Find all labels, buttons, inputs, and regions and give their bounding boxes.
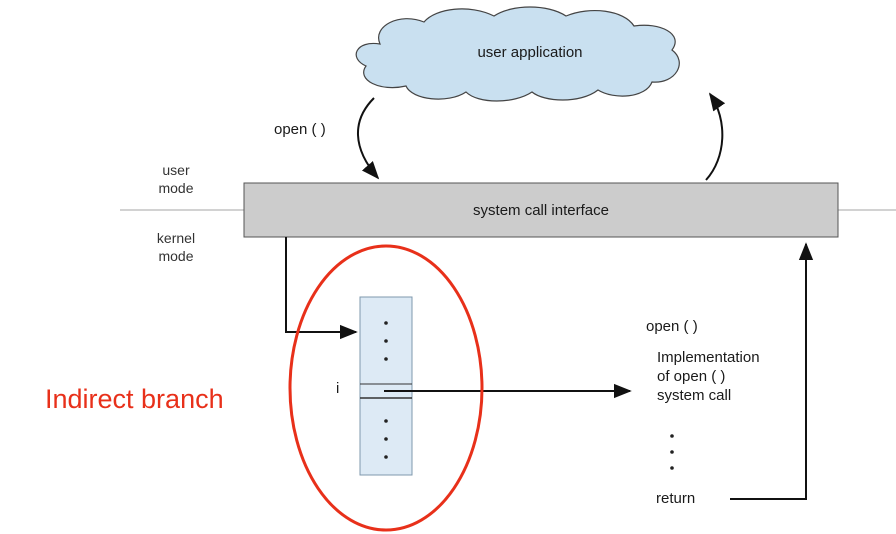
implementation-description: Implementation of open ( ) system call: [657, 348, 760, 405]
user-mode-label: user mode: [136, 161, 216, 197]
implementation-title: open ( ): [646, 318, 698, 335]
system-call-interface-bar: [243, 182, 839, 238]
return-label: return: [656, 490, 696, 507]
kernel-mode-label: kernel mode: [136, 229, 216, 265]
table-dot: [384, 321, 388, 325]
implementation-dot: [670, 450, 674, 454]
return-arrow: [730, 242, 814, 500]
open-call-arrow: [357, 97, 380, 180]
indirect-branch-label: Indirect branch: [45, 384, 224, 414]
cloud-label: user application: [477, 44, 583, 61]
table-dot: [384, 357, 388, 361]
table-dot: [384, 437, 388, 441]
table-index-label: i: [336, 380, 340, 397]
return-to-app-arrow: [705, 92, 726, 181]
implementation-line: of open ( ): [657, 368, 726, 385]
open-arrow-label: open ( ): [274, 121, 326, 138]
implementation-line: system call: [657, 387, 732, 404]
implementation-line: Implementation: [657, 349, 760, 366]
system-call-interface-label: system call interface: [473, 201, 609, 219]
user-mode-text: user mode: [158, 162, 194, 196]
table-dot: [384, 419, 388, 423]
implementation-dot: [670, 434, 674, 438]
user-application-cloud: [355, 6, 680, 102]
dispatch-arrow: [285, 237, 358, 340]
kernel-mode-text: kernel mode: [156, 230, 196, 264]
table-dot: [384, 455, 388, 459]
implementation-dot: [670, 466, 674, 470]
indirect-branch-highlight: [288, 244, 484, 532]
table-dot: [384, 339, 388, 343]
system-call-table: [359, 296, 413, 476]
